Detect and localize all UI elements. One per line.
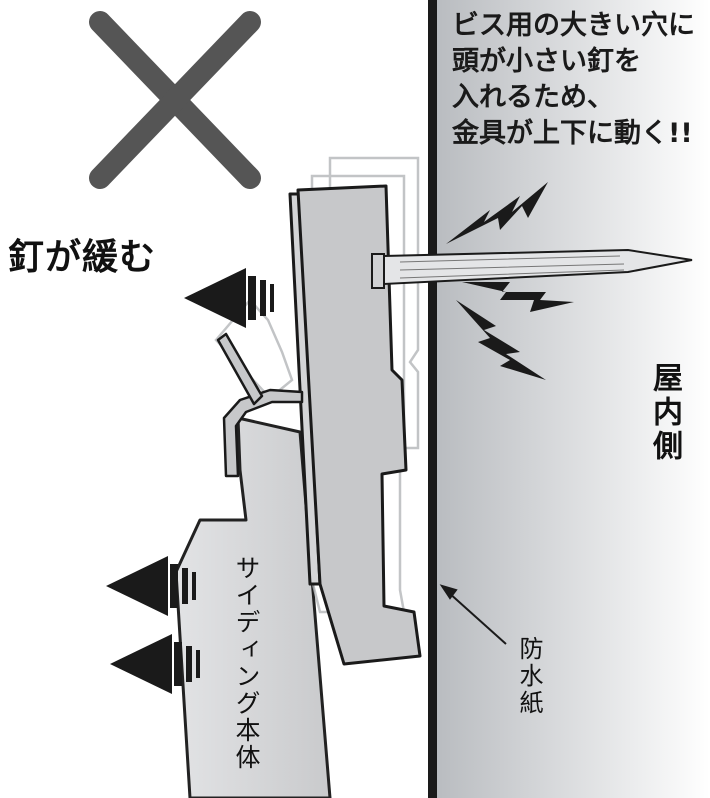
indoor-side-label: 屋内側	[647, 362, 682, 464]
note-line: ビス用の大きい穴に	[452, 10, 695, 41]
arrow-left-icon	[110, 634, 200, 694]
metal-bracket	[288, 184, 422, 666]
waterproof-paper-label: 防水紙	[515, 636, 543, 717]
arrow-left-icon	[184, 268, 274, 328]
note-line: 金具が上下に動く!!	[452, 118, 693, 149]
waterproof-paper-leader	[439, 584, 507, 645]
cross-mark-icon	[89, 11, 261, 189]
siding-hook	[222, 388, 304, 478]
nail-loosens-label: 釘が緩む	[8, 237, 157, 278]
waterproof-paper-line	[428, 0, 437, 798]
arrow-left-icon	[106, 556, 196, 616]
nail	[371, 248, 693, 289]
indoor-wall	[436, 0, 710, 798]
annotation-note: ビス用の大きい穴に 頭が小さい釘を 入れるため、 金具が上下に動く!!	[452, 8, 707, 152]
note-line: 頭が小さい釘を	[452, 46, 641, 77]
siding-hook-lip	[216, 332, 264, 406]
note-line: 入れるため、	[452, 82, 614, 113]
lightning-icon	[446, 182, 574, 380]
siding-body-label: サイディング本体	[232, 555, 261, 771]
